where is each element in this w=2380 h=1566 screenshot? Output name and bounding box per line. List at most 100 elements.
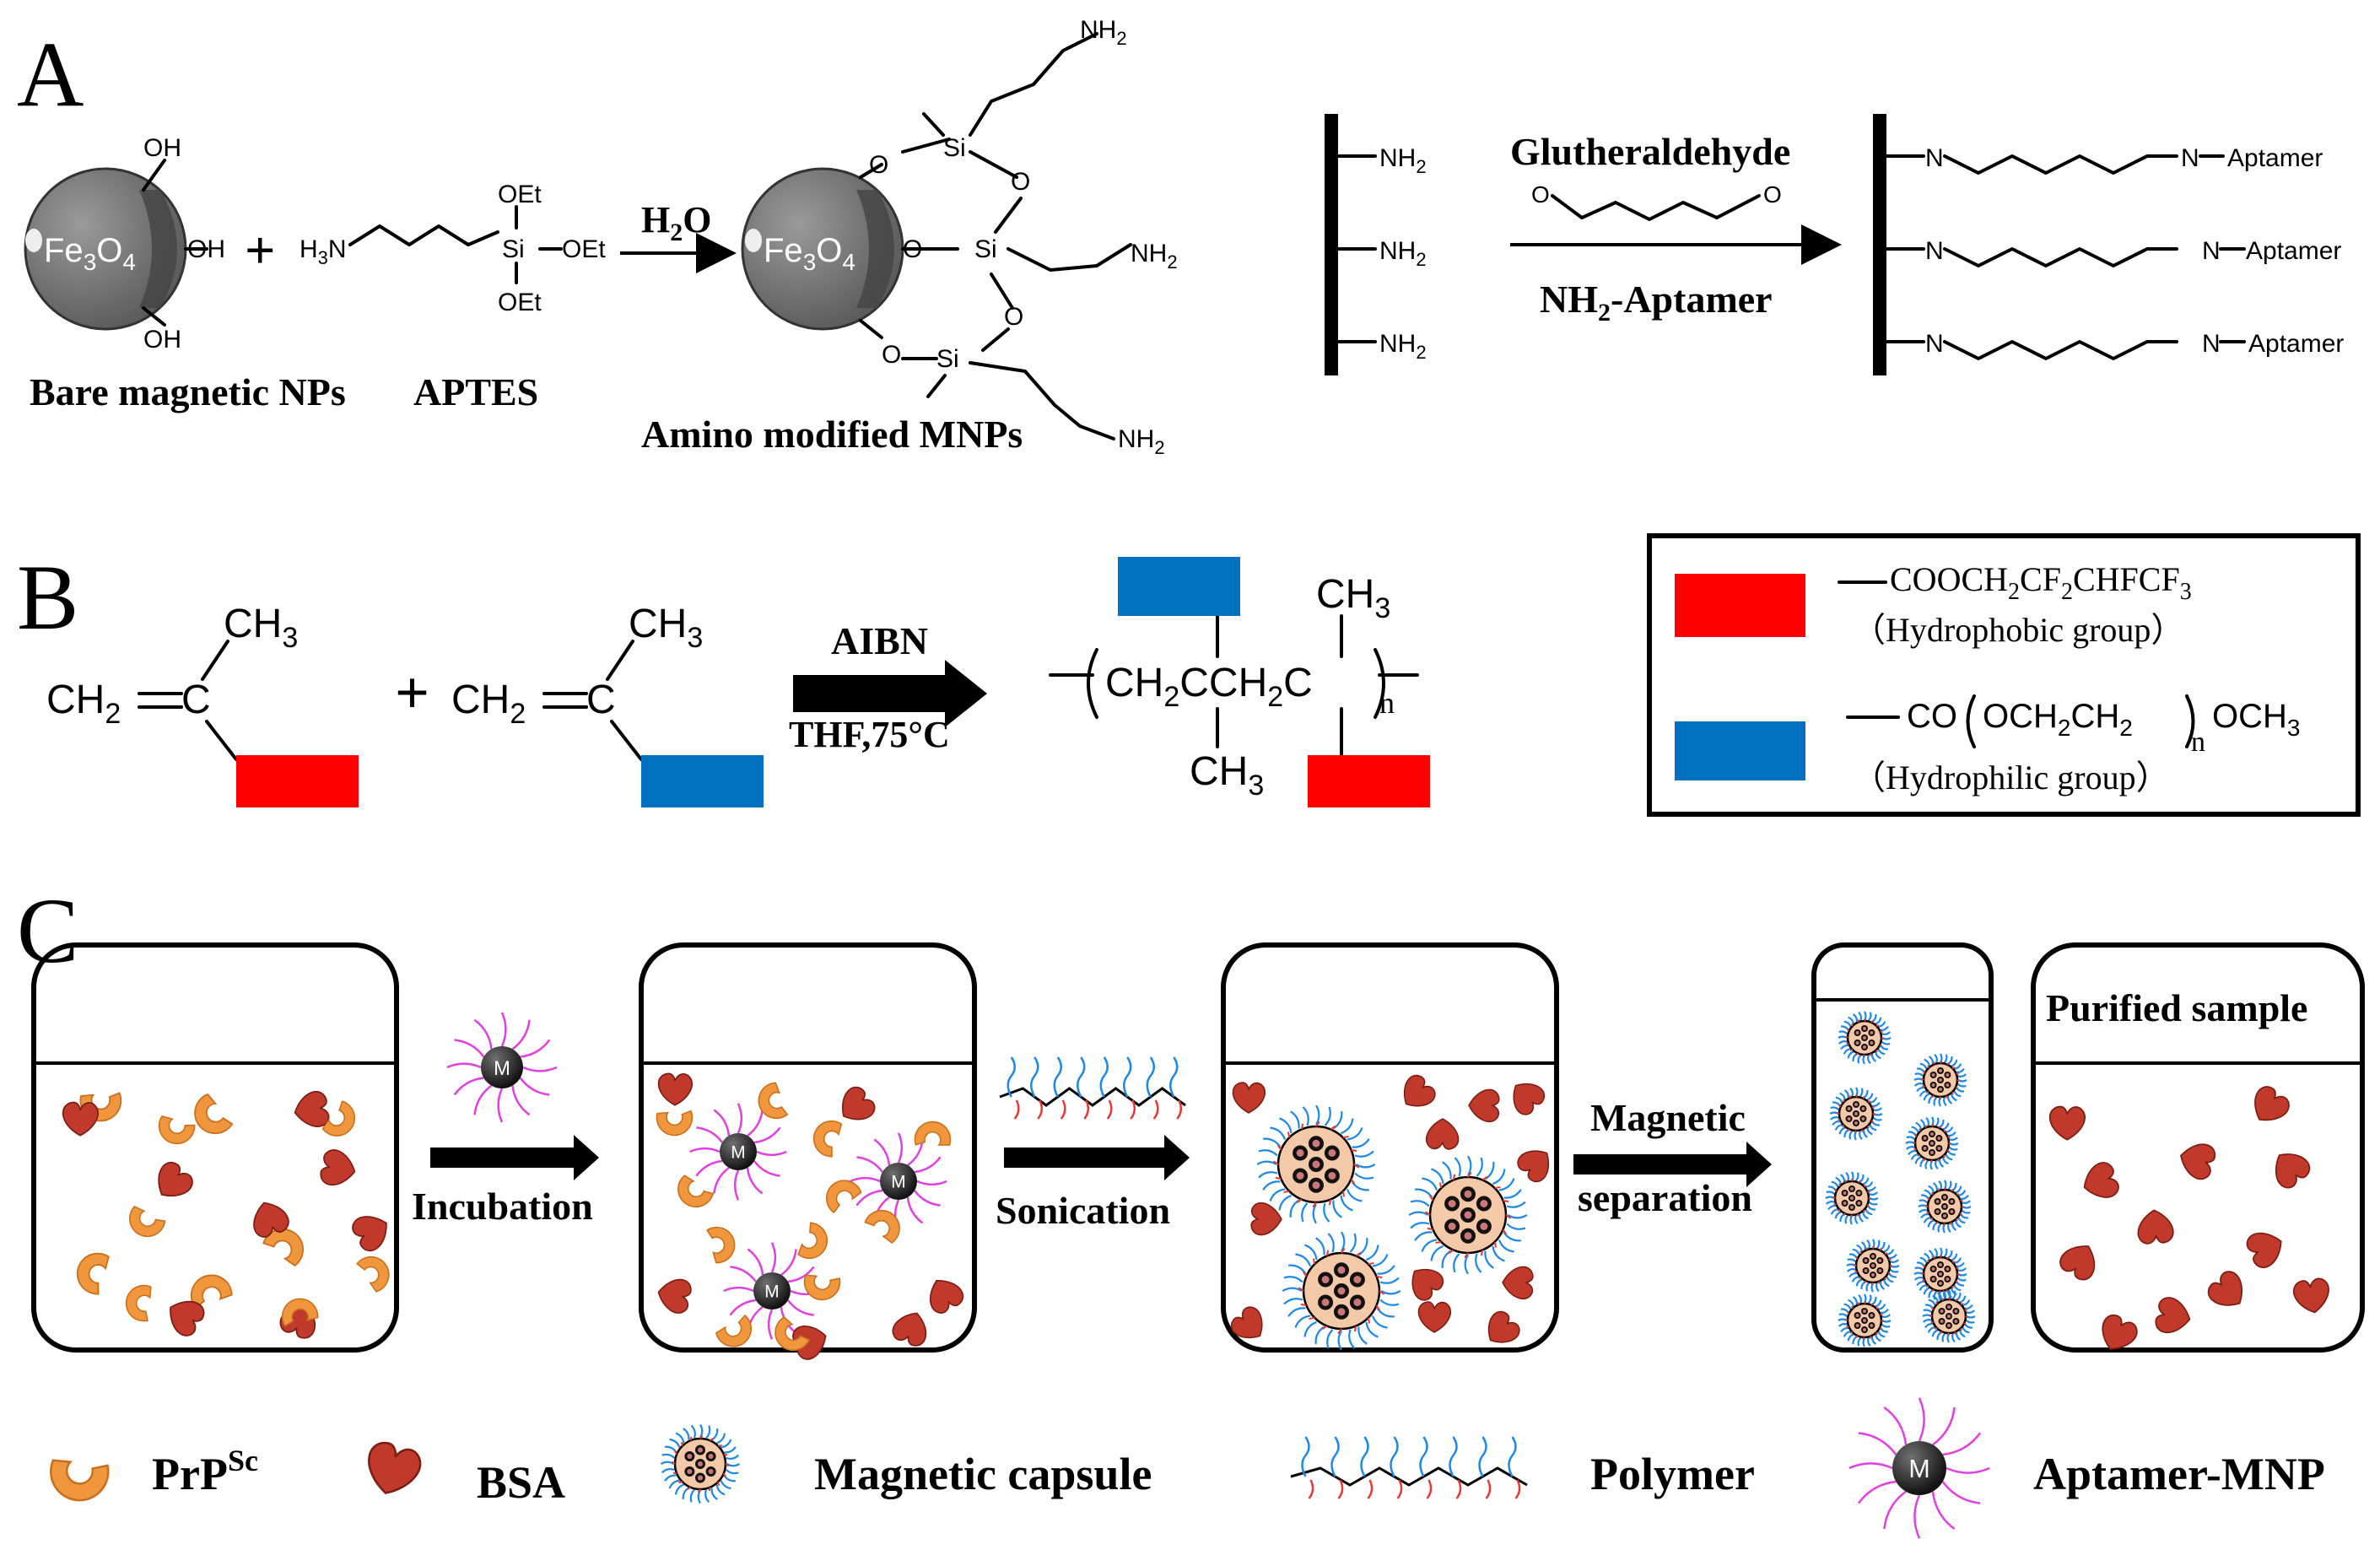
si-top: Si bbox=[943, 134, 966, 162]
container-4 bbox=[1811, 942, 1994, 1353]
svg-text:NH2: NH2 bbox=[1118, 425, 1165, 458]
oh-top: OH bbox=[143, 134, 181, 162]
legend-capsule-label: Magnetic capsule bbox=[814, 1449, 1152, 1499]
label-amino-mnps: Amino modified MNPs bbox=[641, 413, 1023, 456]
fe2-label: Fe bbox=[764, 232, 803, 269]
monomer-hydrophobic: CH2 C CH3 bbox=[46, 602, 359, 807]
panel-a: Fe3O4 OH OH OH + H3N Si OEt OEt OEt APTE… bbox=[24, 16, 2344, 458]
label-incubation: Incubation bbox=[412, 1185, 593, 1228]
reagent-nh: NH bbox=[1540, 278, 1598, 321]
bsa-glyph bbox=[368, 1441, 422, 1494]
panel-c: MMM Purified sample M Incubation Son bbox=[31, 942, 2365, 1539]
bsa-glyph bbox=[1502, 1266, 1534, 1299]
bsa-glyph bbox=[2137, 1209, 2174, 1245]
surf-nh-2: NH bbox=[1379, 237, 1416, 265]
h3n-sub: 3 bbox=[318, 247, 328, 268]
svg-text:CH3: CH3 bbox=[629, 602, 703, 654]
lg-sub-b: 2 bbox=[2061, 579, 2073, 605]
svg-text:NH2: NH2 bbox=[1379, 144, 1427, 177]
glutaraldehyde-structure: O O bbox=[1531, 181, 1782, 221]
svg-text:NH2-Aptamer: NH2-Aptamer bbox=[1540, 278, 1773, 327]
prpsc-glyph bbox=[803, 1274, 841, 1301]
o-ring-5: O bbox=[882, 341, 901, 369]
m1-sub2: 2 bbox=[105, 698, 121, 730]
copolymer-structure: CH2CCH2C n CH3 CH3 bbox=[1049, 557, 1430, 807]
m2-ch: CH bbox=[451, 678, 510, 722]
lg-sub-d: 2 bbox=[2058, 715, 2071, 741]
reagent-thf: THF,75°C bbox=[789, 714, 950, 755]
bsa-glyph bbox=[2180, 1143, 2216, 1180]
polymer-glyph bbox=[999, 1056, 1186, 1120]
label-separation: separation bbox=[1578, 1176, 1752, 1219]
prpsc-glyph bbox=[262, 1228, 304, 1267]
o-ring-3: O bbox=[903, 235, 922, 263]
apt2-label: Aptamer bbox=[2246, 237, 2341, 265]
bsa-glyph bbox=[1250, 1202, 1282, 1236]
lg-n: n bbox=[2191, 726, 2205, 758]
bsa-glyph bbox=[1488, 1310, 1520, 1343]
svg-text:NH2: NH2 bbox=[1131, 240, 1178, 273]
reagent-aibn: AIBN bbox=[831, 619, 928, 662]
bsa-glyph bbox=[2059, 1245, 2096, 1281]
bsa-glyph bbox=[1417, 1301, 1451, 1333]
capsule-glyph bbox=[1838, 1293, 1892, 1347]
prpsc-glyph bbox=[125, 1284, 152, 1322]
m2-c: C bbox=[586, 678, 616, 722]
svg-text:M: M bbox=[1908, 1455, 1929, 1483]
hydrophobic-block-2 bbox=[1308, 755, 1430, 807]
apt3-n1: N bbox=[1925, 330, 1944, 358]
svg-text:OCH2CH2: OCH2CH2 bbox=[1983, 698, 2133, 741]
svg-text:M: M bbox=[891, 1173, 905, 1192]
amino-modified-mnp: Fe3O4 O Si NH2 O O Si NH2 O bbox=[741, 16, 1178, 458]
plus-a: + bbox=[245, 220, 275, 280]
bsa-glyph bbox=[352, 1216, 387, 1252]
hydrophobic-block-1 bbox=[236, 755, 359, 807]
lg-ch: CH bbox=[2070, 698, 2119, 735]
prpsc-glyph bbox=[864, 1209, 900, 1244]
legend-hydrophobic-desc: （Hydrophobic group） bbox=[1852, 611, 2184, 649]
si-mid: Si bbox=[974, 235, 997, 263]
o2-sub: 4 bbox=[842, 249, 855, 275]
h3n-h: H bbox=[300, 235, 318, 263]
container-1 bbox=[31, 942, 399, 1353]
reagent-glutheraldehyde: Glutheraldehyde bbox=[1510, 130, 1790, 173]
bsa-glyph bbox=[170, 1300, 205, 1336]
panel-label-c: C bbox=[17, 879, 78, 982]
surf-nh-3-sub: 2 bbox=[1416, 342, 1426, 363]
panel-b: CH2 C CH3 + CH2 C CH3 AIBN THF,75°C bbox=[46, 533, 2361, 817]
legend-aptamer-mnp-label: Aptamer-MNP bbox=[2033, 1449, 2325, 1499]
bsa-glyph bbox=[2048, 1105, 2086, 1141]
lg-cooch: COOCH bbox=[1890, 560, 2008, 598]
plus-b: + bbox=[395, 659, 429, 726]
h2o-sub: 2 bbox=[670, 219, 683, 246]
lg-sub-c: 3 bbox=[2180, 579, 2192, 605]
ald-o-left: O bbox=[1531, 181, 1550, 208]
fe-label: Fe bbox=[44, 232, 84, 269]
prpsc-glyph bbox=[812, 1120, 843, 1158]
legend-aptamer-mnp-icon: M bbox=[1848, 1397, 1990, 1539]
capsule-glyph bbox=[1408, 1155, 1528, 1275]
capsule-glyph bbox=[1825, 1171, 1879, 1225]
capsule-glyph bbox=[1918, 1180, 1972, 1234]
bsa-glyph bbox=[2254, 1086, 2290, 1121]
surf-nh-1: NH bbox=[1379, 144, 1416, 172]
svg-text:CH2CCH2C: CH2CCH2C bbox=[1105, 661, 1313, 713]
bsa-glyph bbox=[1230, 1306, 1263, 1338]
poly-ch-2: CH bbox=[1209, 661, 1267, 705]
capsule-glyph bbox=[1256, 1104, 1376, 1224]
oh-bottom: OH bbox=[143, 326, 181, 354]
capsule-glyph bbox=[1282, 1231, 1401, 1351]
bsa-glyph bbox=[158, 1162, 193, 1196]
svg-text:M: M bbox=[731, 1143, 745, 1163]
apt1-label: Aptamer bbox=[2227, 144, 2323, 172]
bsa-glyph bbox=[1232, 1082, 1266, 1114]
capsule-glyph bbox=[1913, 1247, 1967, 1301]
legend-hydrophilic-desc: （Hydrophilic group） bbox=[1852, 759, 2170, 796]
lg-sub-a: 2 bbox=[2008, 579, 2020, 605]
svg-text:Fe3O4: Fe3O4 bbox=[44, 232, 136, 275]
prpsc-glyph bbox=[656, 1110, 693, 1137]
nh-top-sub: 2 bbox=[1116, 28, 1126, 49]
prpsc-glyph bbox=[914, 1120, 952, 1146]
legend-hydrophobic-swatch bbox=[1675, 574, 1805, 637]
